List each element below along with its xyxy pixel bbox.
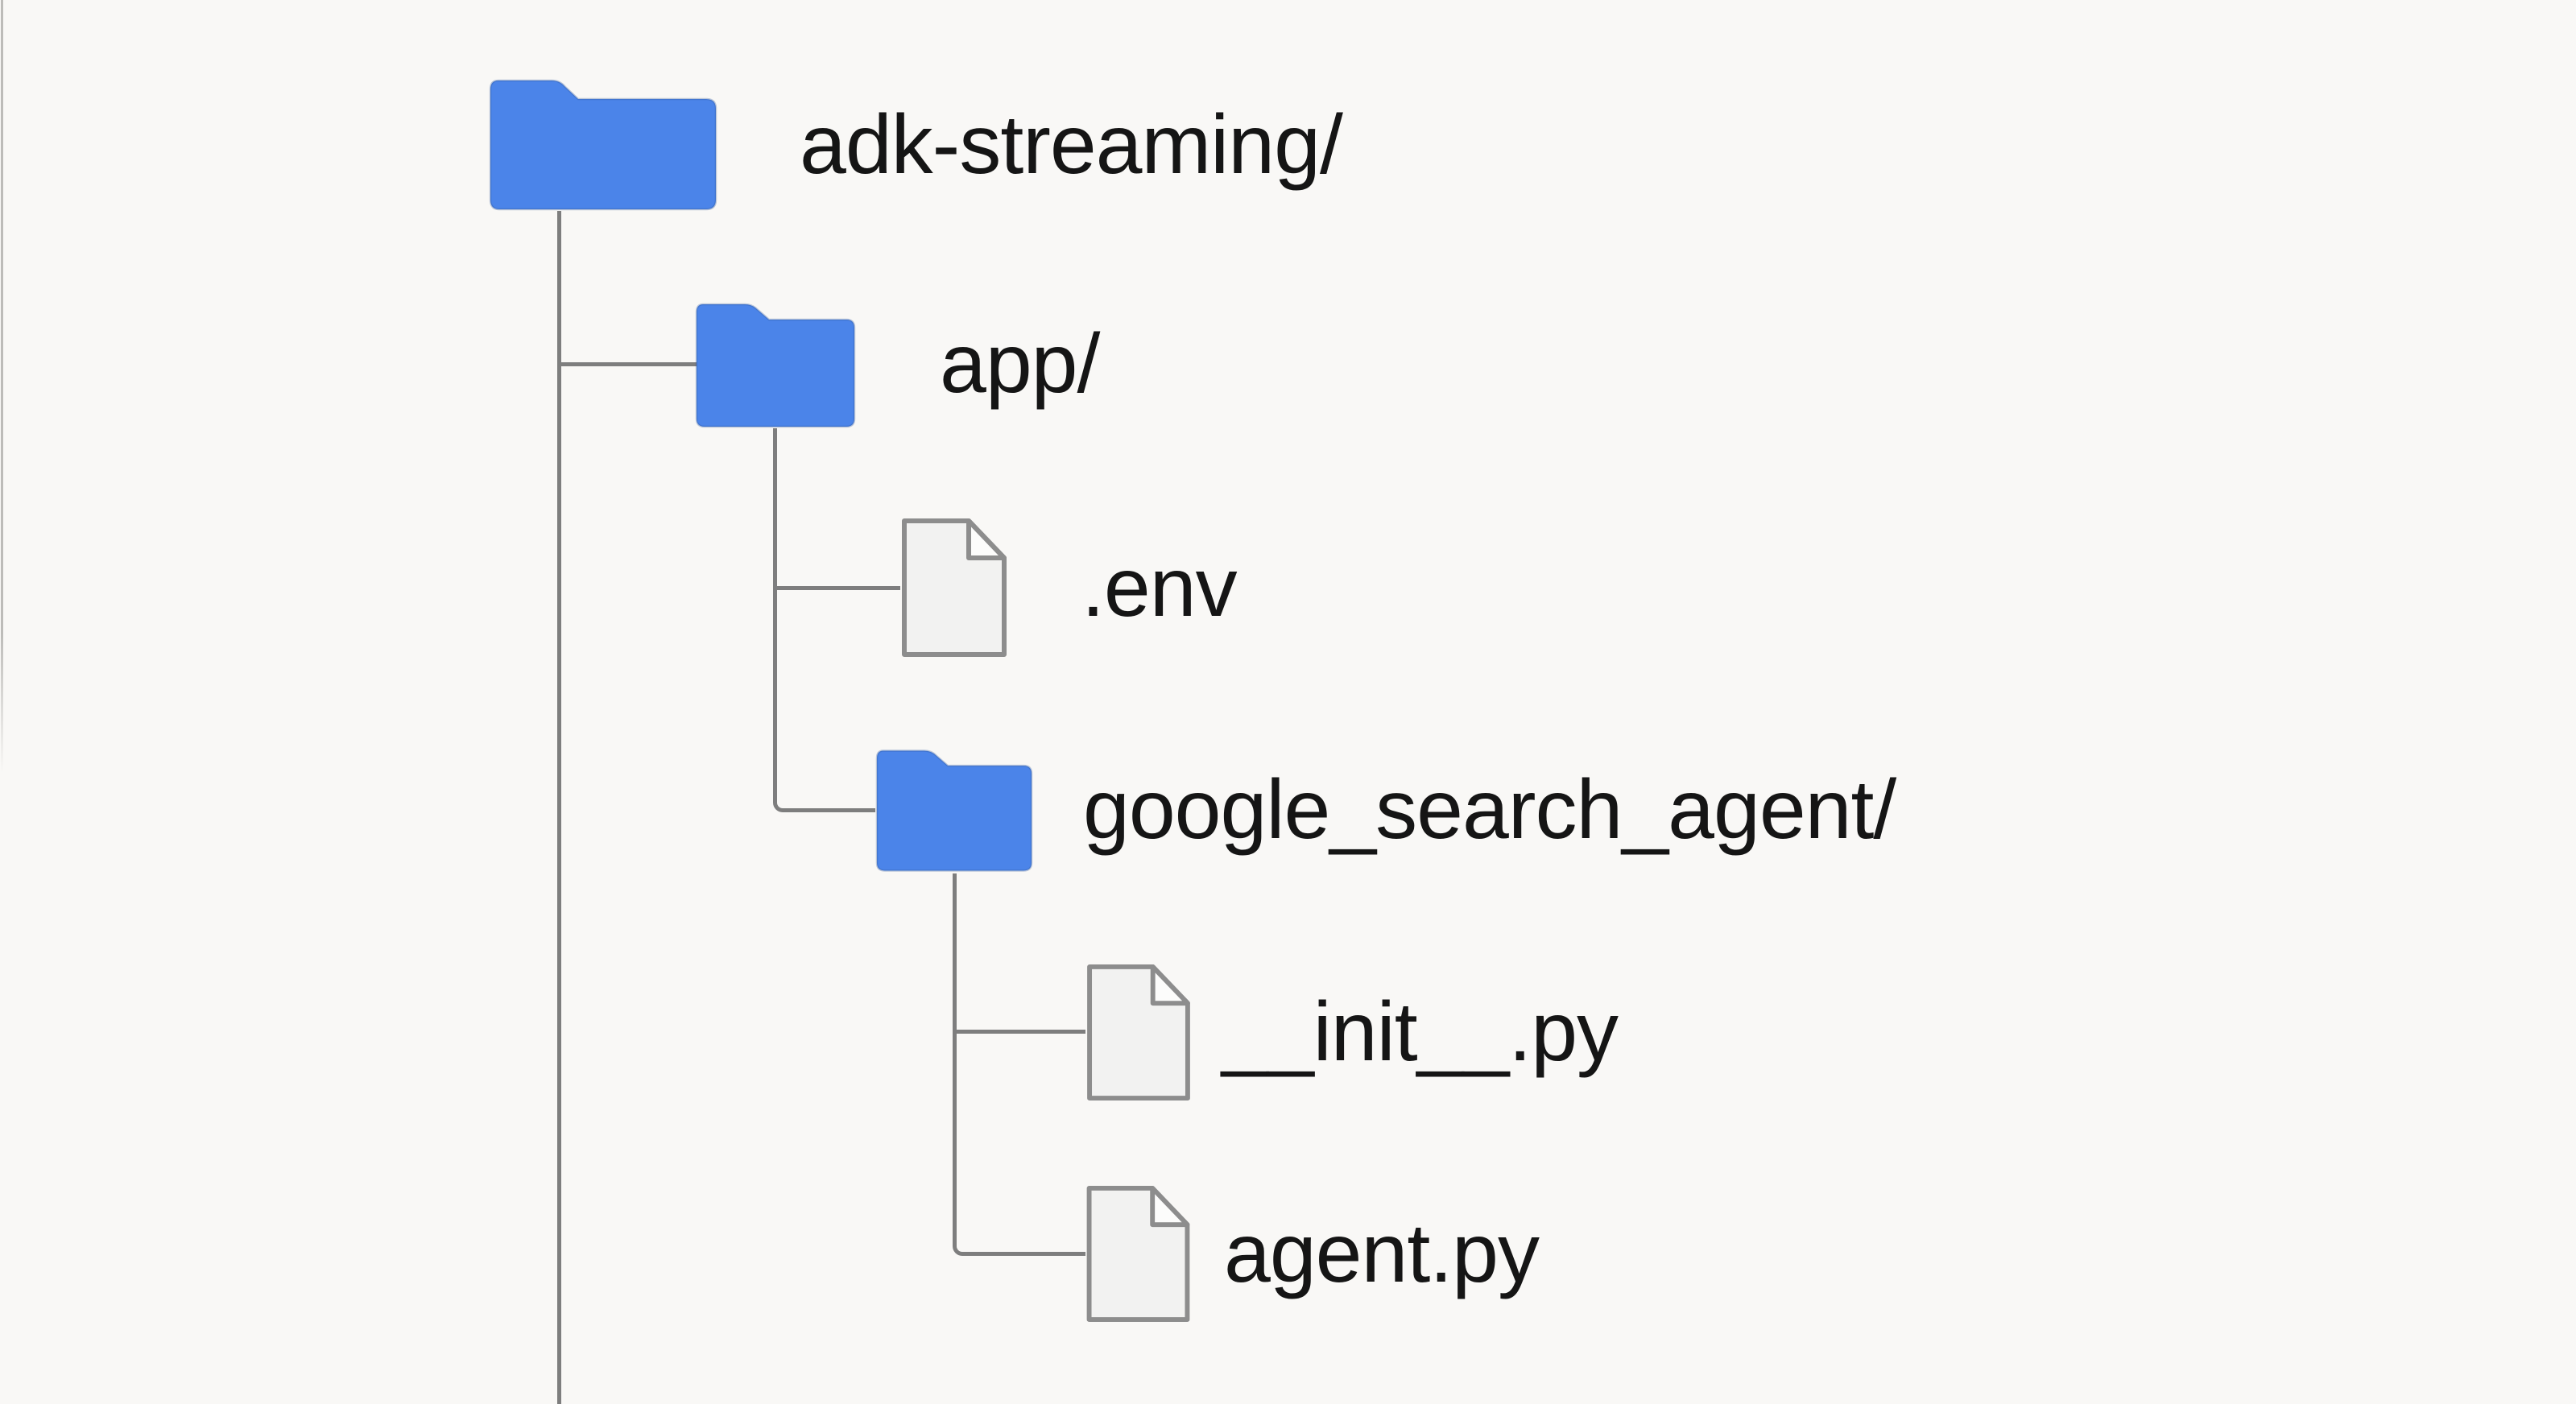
tree-node-label: app/: [940, 317, 1100, 411]
tree-connector-branch-app: [559, 362, 697, 366]
tree-connector-root-vertical: [557, 211, 561, 1404]
tree-node-label: agent.py: [1224, 1207, 1540, 1300]
tree-connector-app-vertical-elbow: [773, 428, 875, 812]
tree-connector-branch-env: [777, 586, 900, 590]
tree-node-label: adk-streaming/: [800, 98, 1343, 192]
file-icon: [1086, 1185, 1190, 1323]
folder-icon: [695, 303, 856, 428]
tree-node-label: google_search_agent/: [1083, 763, 1896, 857]
tree-node-label: .env: [1081, 541, 1238, 634]
folder-icon: [489, 79, 717, 211]
tree-connector-branch-init: [957, 1030, 1085, 1034]
file-icon: [902, 518, 1007, 657]
tree-connector-gsa-vertical-elbow: [953, 873, 1085, 1256]
tree-node-label: __init__.py: [1222, 985, 1619, 1079]
folder-icon: [875, 749, 1033, 872]
left-edge-artifact-line: [1, 0, 3, 773]
file-icon: [1087, 964, 1190, 1101]
